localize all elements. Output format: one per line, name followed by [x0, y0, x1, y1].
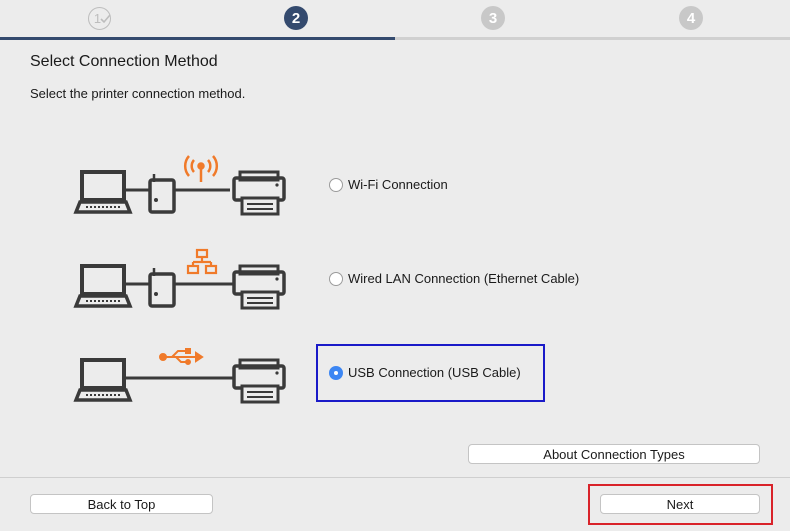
wifi-connection-diagram — [73, 155, 286, 216]
progress-track-completed — [0, 37, 395, 40]
network-icon — [186, 248, 218, 275]
laptop-icon — [73, 264, 133, 308]
content-panel: Select Connection Method Select the prin… — [0, 40, 790, 471]
step-1-indicator: 1 — [88, 7, 111, 30]
wired-lan-option-label[interactable]: Wired LAN Connection (Ethernet Cable) — [348, 271, 580, 286]
next-button-highlight — [588, 484, 773, 525]
printer-icon — [232, 358, 286, 404]
option-wifi[interactable]: Wi-Fi Connection — [329, 177, 448, 192]
printer-icon — [232, 264, 286, 310]
step-4-indicator: 4 — [679, 6, 703, 30]
step-2-number: 2 — [291, 9, 301, 27]
wired-lan-connection-diagram — [73, 248, 286, 310]
footer-divider — [0, 477, 790, 478]
next-button[interactable]: Next — [600, 494, 760, 514]
laptop-icon — [73, 170, 133, 214]
wired-lan-radio[interactable] — [329, 271, 343, 286]
page-title: Select Connection Method — [30, 53, 218, 70]
wifi-option-label[interactable]: Wi-Fi Connection — [348, 177, 448, 192]
step-3-number: 3 — [488, 9, 498, 27]
usb-radio[interactable] — [329, 365, 343, 380]
laptop-icon — [73, 358, 133, 402]
usb-connection-diagram — [73, 348, 286, 404]
back-to-top-button[interactable]: Back to Top — [30, 494, 213, 514]
wifi-radio[interactable] — [329, 177, 343, 192]
about-connection-types-button[interactable]: About Connection Types — [468, 444, 760, 464]
printer-icon — [232, 170, 286, 216]
step-progress-bar: 1 2 3 4 — [0, 0, 790, 40]
progress-track-remaining — [395, 37, 790, 40]
usb-option-label[interactable]: USB Connection (USB Cable) — [348, 365, 521, 380]
page-subtitle: Select the printer connection method. — [30, 86, 246, 101]
checkmark-icon — [100, 14, 111, 24]
router-icon — [148, 268, 176, 308]
option-wired-lan[interactable]: Wired LAN Connection (Ethernet Cable) — [329, 271, 579, 286]
step-4-number: 4 — [686, 9, 696, 27]
step-1-number: 1 — [93, 11, 102, 26]
option-usb[interactable]: USB Connection (USB Cable) — [329, 365, 521, 380]
usb-option-highlight — [316, 344, 545, 402]
step-2-indicator: 2 — [284, 6, 308, 30]
router-icon — [148, 174, 176, 214]
usb-icon — [159, 348, 204, 365]
step-3-indicator: 3 — [481, 6, 505, 30]
wifi-icon — [184, 155, 218, 182]
